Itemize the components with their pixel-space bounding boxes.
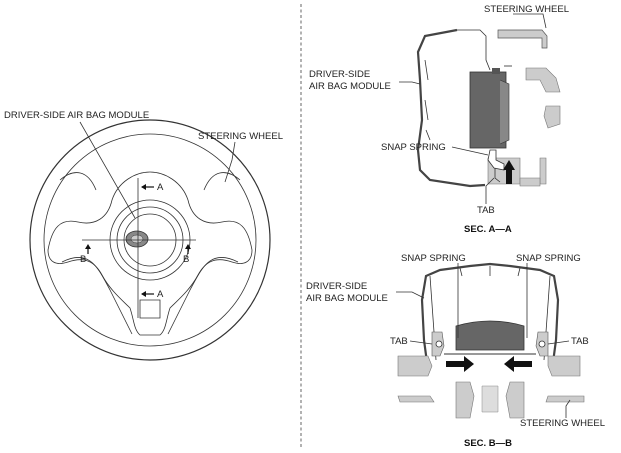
sec-aa-cover-ribs — [424, 59, 431, 141]
sec-aa-title: SEC. A—A — [464, 224, 512, 235]
arrow-b-left-icon — [85, 244, 91, 249]
sec-aa-up-arrow-icon — [503, 160, 515, 170]
sec-aa-wheel-leader — [513, 13, 547, 29]
sec-bb-gray-left-2 — [397, 395, 435, 403]
sec-aa-module-cover — [416, 28, 486, 188]
arrow-a-top-icon — [141, 184, 146, 190]
sec-bb-snap-spring-left-label: SNAP SPRING — [401, 253, 466, 264]
rim-upper-right-detail — [203, 172, 241, 191]
arrow-b-right-icon — [185, 244, 191, 249]
sec-aa-tab-leader — [485, 177, 495, 204]
sec-aa-snap-spring-leader — [451, 146, 489, 156]
sec-aa-gray-part-2 — [543, 105, 561, 129]
airbag-module-leader — [79, 121, 136, 219]
arrow-b-right-label: B — [183, 254, 189, 265]
steering-wheel-label: STEERING WHEEL — [198, 131, 283, 142]
sec-bb-steering-wheel-leader — [565, 399, 571, 418]
sec-aa-tab — [494, 168, 501, 183]
sec-bb-cover-ribs — [459, 266, 521, 277]
sec-aa-steering-wheel-label: STEERING WHEEL — [484, 4, 569, 15]
sec-bb-boss-right — [505, 381, 525, 419]
section-bb-view: SNAP SPRING SNAP SPRING DRIVER-SIDE AIR … — [306, 253, 605, 449]
sec-bb-inflator — [455, 320, 525, 351]
wheel-rim-inner — [43, 133, 257, 347]
wheel-spokes — [47, 171, 253, 336]
sec-bb-boss-left — [455, 381, 475, 419]
sec-bb-tab-right-leader — [547, 340, 570, 345]
arrow-b-left-label: B — [80, 254, 86, 265]
wheel-rim-outer — [29, 119, 271, 361]
sec-bb-module-label-line1: DRIVER-SIDE — [306, 281, 367, 292]
sec-aa-module-label-line2: AIR BAG MODULE — [309, 81, 391, 92]
arrow-a-top-label: A — [157, 182, 164, 193]
sec-aa-snap-spring-label: SNAP SPRING — [381, 142, 446, 153]
sec-bb-module-leader — [396, 291, 425, 299]
sec-bb-steering-wheel-label: STEERING WHEEL — [520, 418, 605, 429]
arrow-a-bottom-icon — [141, 291, 146, 297]
sec-aa-module-leader — [399, 81, 421, 85]
sec-aa-cover-top — [457, 29, 491, 71]
lower-spoke-slot — [139, 299, 161, 319]
sec-aa-wheel-top — [497, 29, 548, 49]
steering-wheel-leader — [224, 141, 236, 183]
sec-bb-gray-left-1 — [397, 355, 433, 377]
sec-bb-module-label-line2: AIR BAG MODULE — [306, 293, 388, 304]
rim-upper-left-detail — [59, 172, 97, 191]
sec-bb-gray-right-1 — [547, 355, 581, 377]
sec-bb-tab-right-label: TAB — [571, 336, 589, 347]
sec-bb-right-arrow-icon — [464, 356, 474, 372]
sec-bb-title: SEC. B—B — [464, 438, 512, 449]
sec-aa-module-label-line1: DRIVER-SIDE — [309, 69, 370, 80]
sec-bb-gray-right-2 — [545, 395, 585, 403]
sec-bb-module-cover — [420, 262, 560, 371]
spoke-right-detail — [167, 256, 239, 335]
arrow-a-bottom-label: A — [157, 289, 164, 300]
sec-bb-left-arrow-icon — [504, 356, 514, 372]
sec-aa-tab-label: TAB — [477, 205, 495, 216]
airbag-module-label: DRIVER-SIDE AIR BAG MODULE — [4, 110, 149, 121]
spoke-left-detail — [61, 256, 133, 335]
section-aa-view: STEERING WHEEL DRIVER-SIDE AIR BAG MODUL… — [309, 4, 569, 235]
sec-aa-snap-spring — [487, 149, 505, 171]
sec-bb-tab-left-leader — [409, 340, 433, 345]
sec-aa-gray-part-1 — [525, 67, 561, 93]
sec-bb-tab-left-label: TAB — [390, 336, 408, 347]
steering-wheel-front-view: A A B B DRIVER-SIDE AIR BAG MODULE STEER… — [4, 110, 283, 361]
sec-bb-snap-spring-right-label: SNAP SPRING — [516, 253, 581, 264]
